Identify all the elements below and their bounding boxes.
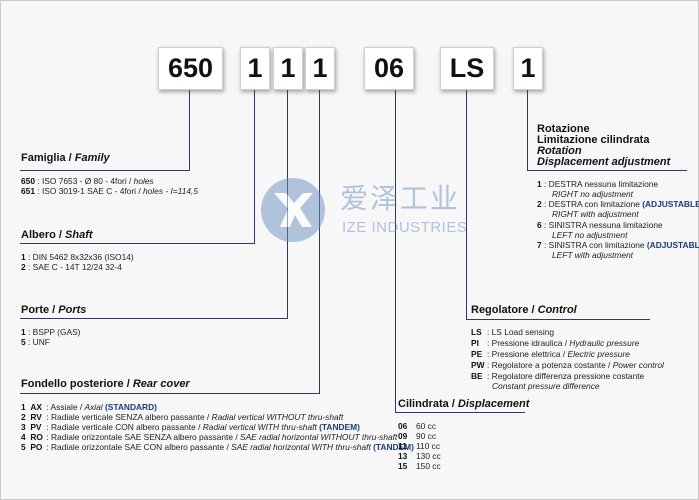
family-heading: Famiglia / Family bbox=[21, 152, 110, 164]
family-row: 650 : ISO 7653 - Ø 80 - 4fori / holes bbox=[21, 176, 154, 186]
control-row: PI: Pressione idraulica / Hydraulic pres… bbox=[471, 338, 640, 348]
code-box-rotation: 1 bbox=[513, 47, 543, 90]
shaft-row: 2 : SAE C - 14T 12/24 32-4 bbox=[21, 262, 122, 272]
rear-cover-row: 5 PO: Radiale orizzontale SAE CON albero… bbox=[21, 442, 414, 452]
code-box-displacement: 06 bbox=[364, 47, 414, 90]
rear-cover-row: 2 RV: Radiale verticale SENZA albero pas… bbox=[21, 412, 344, 422]
rotation-row-sub: RIGHT no adjustment bbox=[552, 189, 633, 199]
rotation-heading-4: Displacement adjustment bbox=[537, 156, 671, 168]
connector-shaft-h bbox=[20, 243, 255, 244]
connector-ports-h bbox=[20, 318, 288, 319]
rear-cover-row: 4 RO: Radiale orizzontale SAE SENZA albe… bbox=[21, 432, 398, 442]
code-box-rear-cover: 1 bbox=[305, 47, 335, 90]
control-row: PW: Regolatore a potenza costante / Powe… bbox=[471, 360, 664, 370]
code-box-ports: 1 bbox=[273, 47, 303, 90]
control-heading: Regolatore / Control bbox=[471, 304, 577, 316]
connector-rear-cover bbox=[319, 90, 320, 393]
rotation-row: 6 : SINISTRA nessuna limitazione bbox=[537, 220, 663, 230]
rotation-row: 2 : DESTRA con limitazione (ADJUSTABLE) bbox=[537, 199, 699, 209]
control-row: BE: Regolatore differenza pressione cost… bbox=[471, 371, 645, 381]
watermark-cn: 爱泽工业 bbox=[340, 182, 461, 215]
connector-displacement-h bbox=[395, 412, 525, 413]
watermark-logo-icon bbox=[261, 178, 325, 242]
family-row: 651 : ISO 3019-1 SAE C - 4fori / holes -… bbox=[21, 186, 199, 196]
rotation-heading-1: Rotazione bbox=[537, 123, 590, 135]
code-box-shaft: 1 bbox=[240, 47, 270, 90]
control-be-subtitle: Constant pressure difference bbox=[492, 381, 600, 391]
connector-rotation bbox=[527, 90, 528, 170]
rotation-row-sub: RIGHT with adjustment bbox=[552, 209, 639, 219]
rear-cover-heading: Fondello posteriore / Rear cover bbox=[21, 378, 190, 390]
code-box-control: LS bbox=[440, 47, 494, 90]
connector-shaft bbox=[254, 90, 255, 243]
control-row: PE: Pressione elettrica / Electric press… bbox=[471, 349, 630, 359]
shaft-row: 1 : DIN 5462 8x32x36 (ISO14) bbox=[21, 252, 134, 262]
displacement-heading: Cilindrata / Displacement bbox=[398, 398, 530, 410]
rotation-heading-3: Rotation bbox=[537, 145, 582, 157]
ports-row: 1 : BSPP (GAS) bbox=[21, 327, 81, 337]
rotation-row-sub: LEFT no adjustment bbox=[552, 230, 628, 240]
connector-rear-cover-h bbox=[20, 393, 320, 394]
connector-control bbox=[466, 90, 467, 319]
connector-control-h bbox=[466, 319, 650, 320]
watermark-en: IZE INDUSTRIES bbox=[342, 219, 468, 236]
connector-rotation-h bbox=[527, 170, 687, 171]
rotation-row-sub: LEFT with adjustment bbox=[552, 250, 633, 260]
control-row: LS: LS Load sensing bbox=[471, 327, 555, 337]
rear-cover-row: 3 PV: Radiale verticale CON albero passa… bbox=[21, 422, 360, 432]
connector-displacement bbox=[395, 90, 396, 412]
watermark: 爱泽工业 IZE INDUSTRIES bbox=[258, 175, 473, 245]
ports-heading: Porte / Ports bbox=[21, 304, 87, 316]
shaft-heading: Albero / Shaft bbox=[21, 229, 93, 241]
rotation-row: 1 : DESTRA nessuna limitazione bbox=[537, 179, 659, 189]
rotation-heading-2: Limitazione cilindrata bbox=[537, 134, 650, 146]
rear-cover-row: 1 AX: Assiale / Axial (STANDARD) bbox=[21, 402, 157, 412]
rotation-row: 7 : SINISTRA con limitazione (ADJUSTABLE… bbox=[537, 240, 699, 250]
connector-family-h bbox=[20, 170, 190, 171]
code-box-family: 650 bbox=[158, 47, 223, 90]
connector-family bbox=[189, 90, 190, 170]
ports-row: 5 : UNF bbox=[21, 337, 50, 347]
